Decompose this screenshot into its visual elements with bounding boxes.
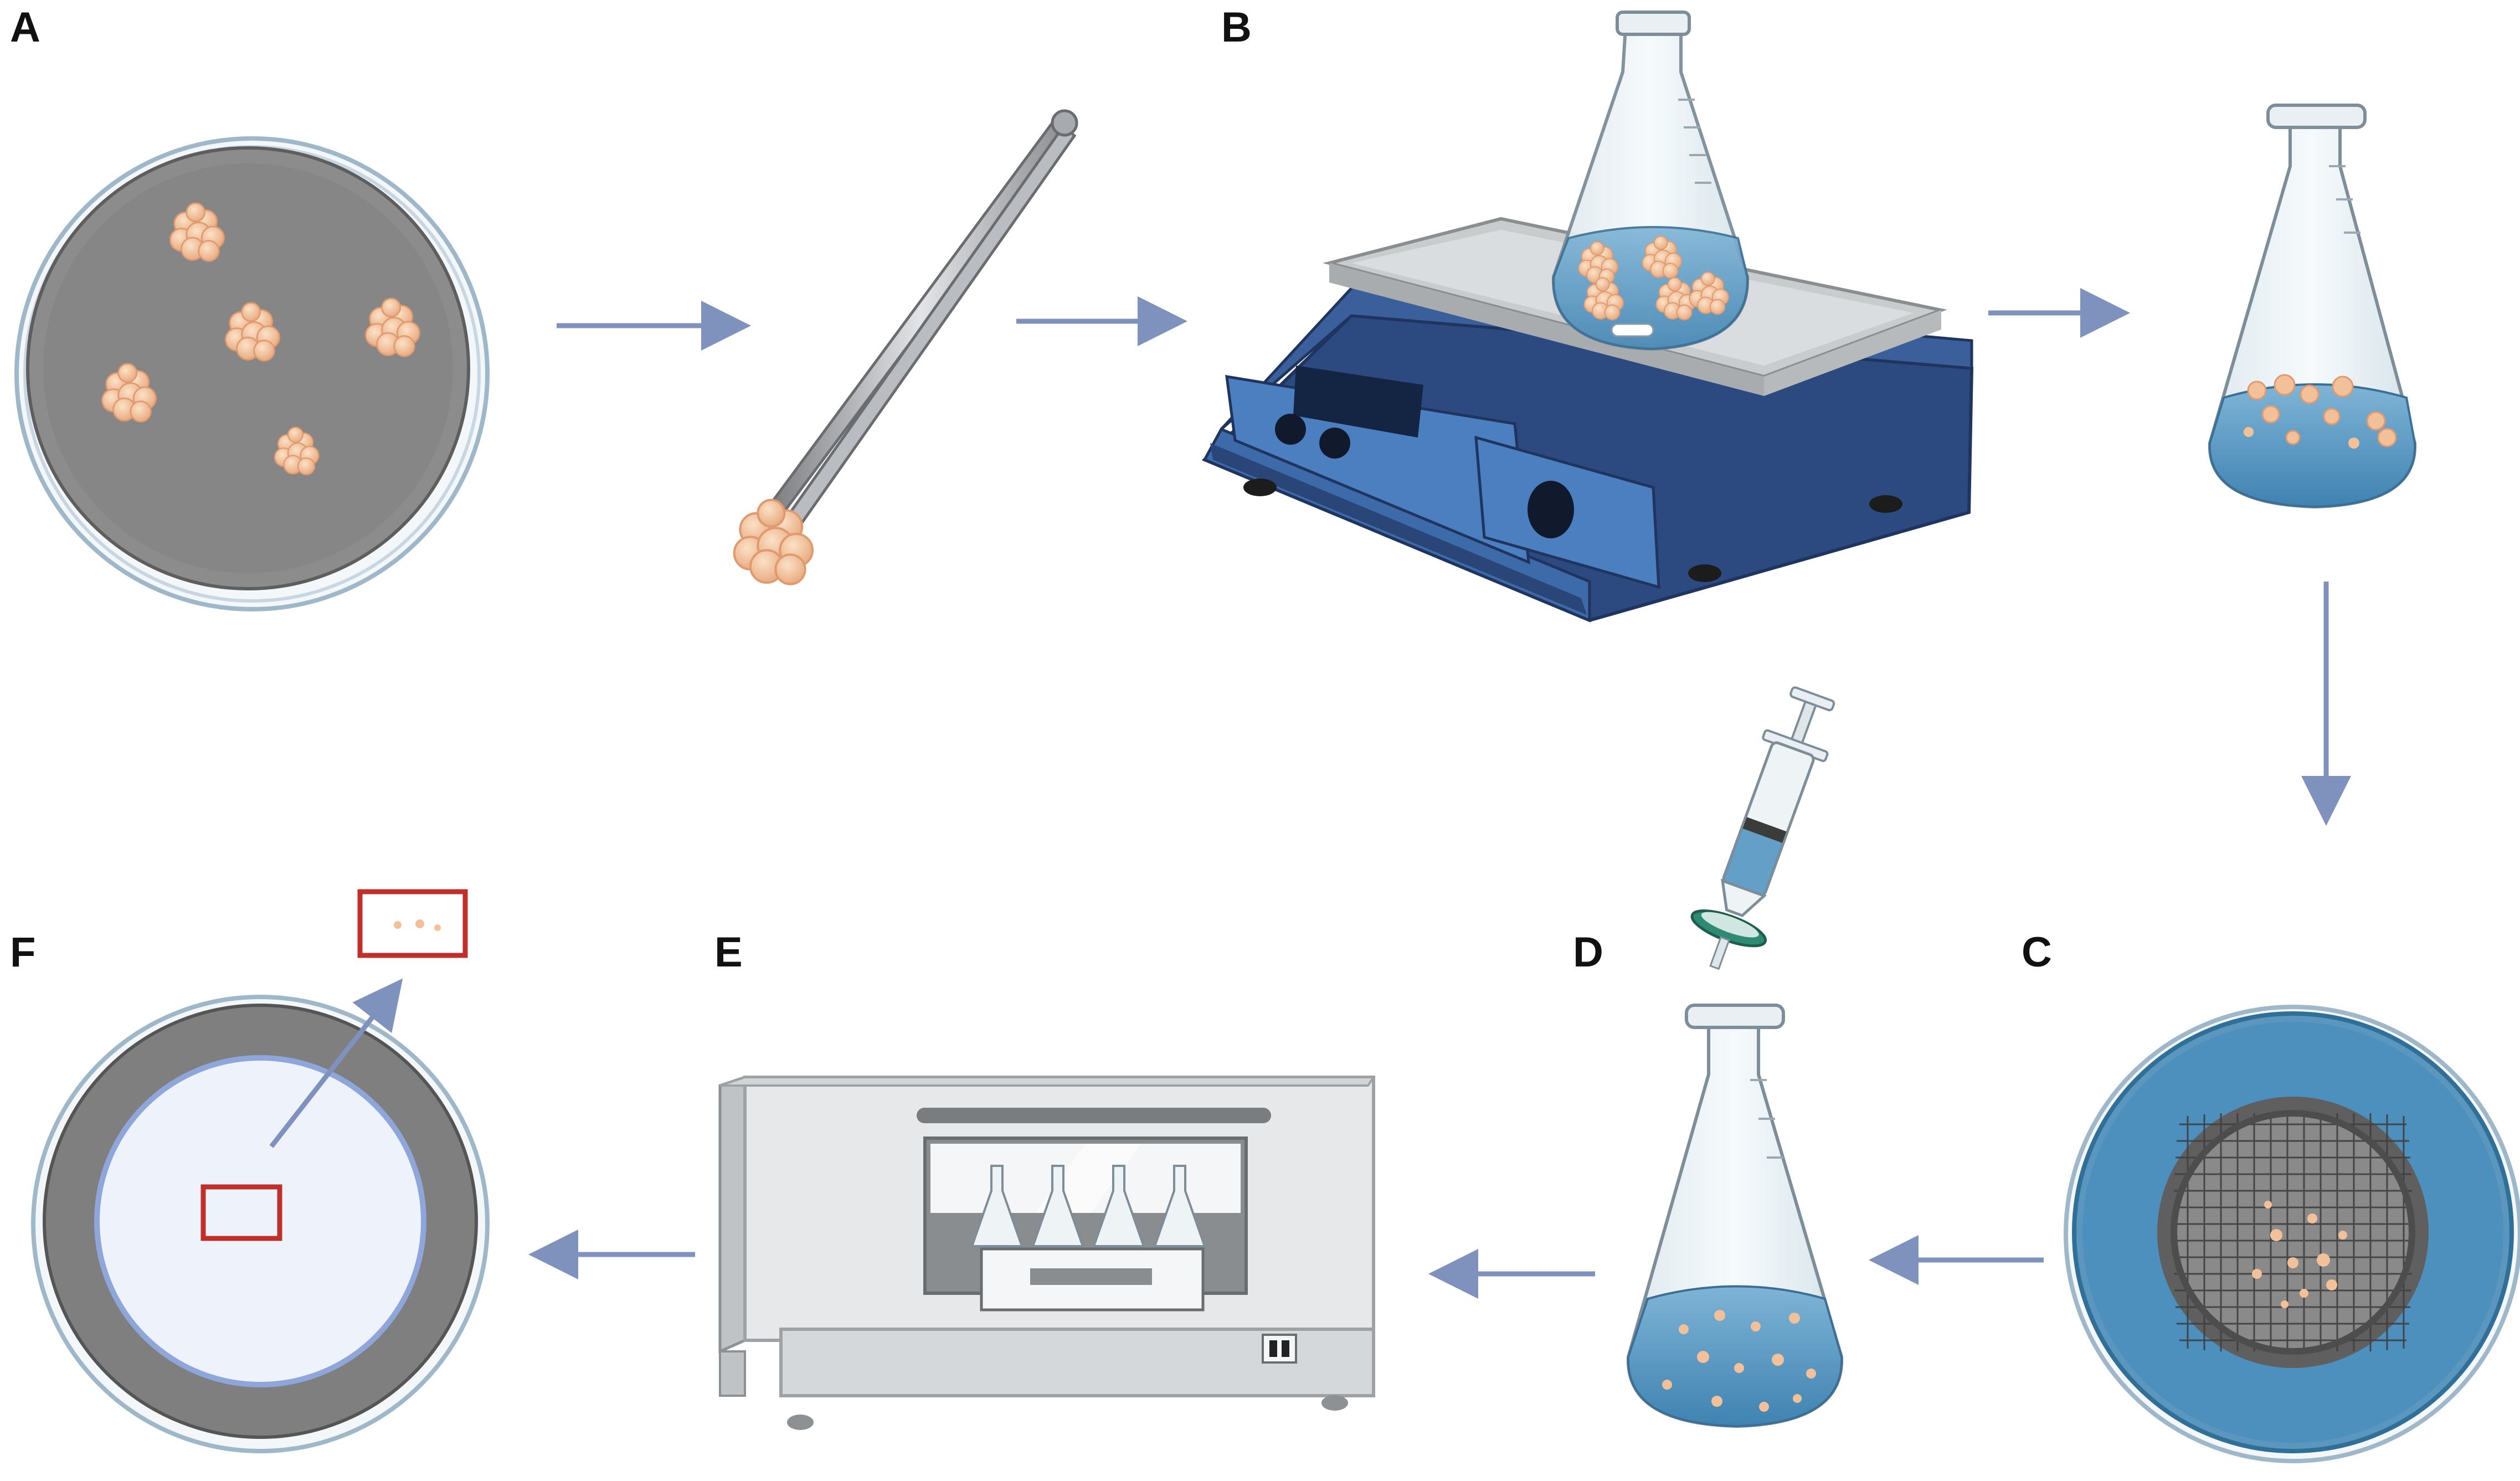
stir-bar-icon (1611, 323, 1654, 337)
zoom-callout (357, 889, 468, 958)
panel-label-a: A (10, 4, 40, 51)
zoom-region-box (200, 1184, 282, 1241)
erlenmeyer-flask-icon (2208, 104, 2417, 509)
panel-label-d: D (1573, 929, 1603, 976)
panel-label-e: E (714, 929, 743, 976)
tweezers-icon (733, 109, 1078, 585)
filter-mesh-icon (2174, 1113, 2412, 1351)
cell-strainer-dish-icon (2064, 1005, 2520, 1463)
erlenmeyer-flask-icon (1551, 11, 1750, 351)
culture-dish-icon (31, 995, 490, 1453)
petri-dish-icon (14, 136, 490, 611)
panel-label-c: C (2022, 929, 2052, 976)
zoom-arrow (269, 978, 403, 1148)
shaking-incubator-icon (718, 1075, 1376, 1430)
erlenmeyer-flask-icon (1626, 1004, 1844, 1428)
panel-label-f: F (10, 929, 35, 976)
syringe-filter-icon (1690, 686, 1835, 970)
incubator-flasks (970, 1165, 1206, 1247)
panel-label-b: B (1221, 4, 1252, 51)
